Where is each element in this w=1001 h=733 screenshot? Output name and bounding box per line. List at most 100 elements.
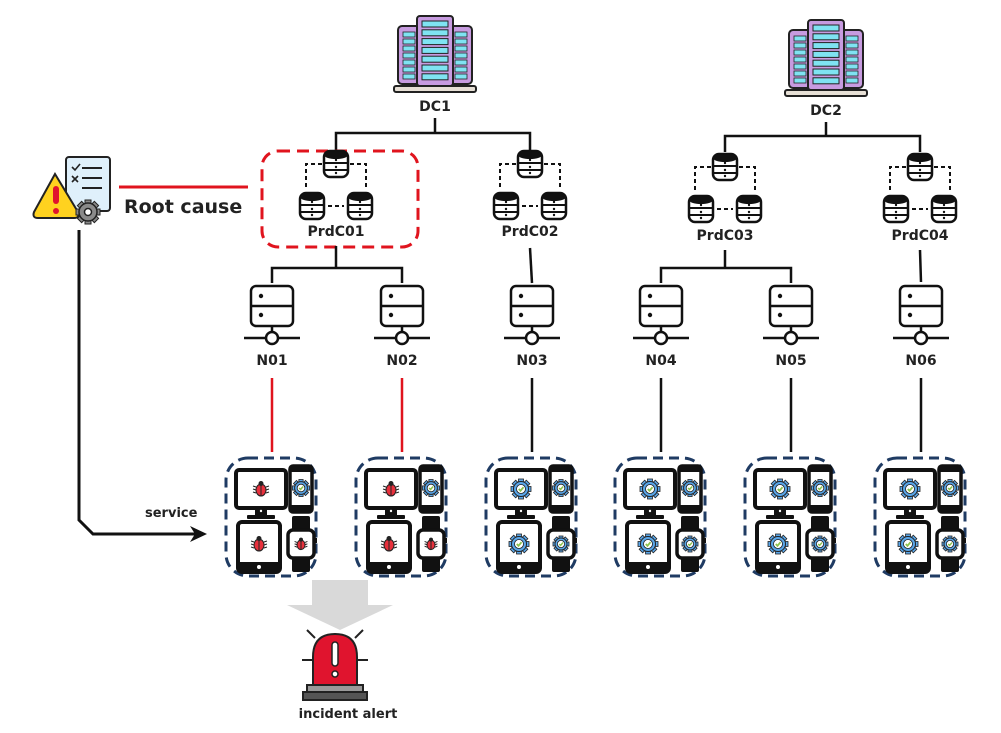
- node-icon-n01: [244, 284, 300, 346]
- tablet-icon: [496, 520, 542, 574]
- datacenter-icon-dc1: [393, 15, 477, 93]
- cluster-icon-prdc03: [687, 152, 763, 224]
- phone-icon: [677, 464, 703, 514]
- link-dc2-clusters: [723, 134, 922, 152]
- bug-icon: [424, 537, 438, 551]
- root-cause-analysis-icon: [32, 156, 111, 225]
- gear-check-icon: [899, 478, 921, 500]
- bug-icon: [252, 481, 270, 497]
- tablet-icon: [625, 520, 671, 574]
- siren-icon: [302, 629, 368, 701]
- link-prdc03-nodes: [659, 266, 793, 283]
- gear-check-icon: [508, 533, 530, 555]
- node-icon-n02: [374, 284, 430, 346]
- gear-check-icon: [552, 479, 570, 497]
- monitor-icon: [883, 468, 937, 519]
- gear-check-icon: [292, 479, 310, 497]
- service-arrow-line: [77, 230, 196, 536]
- gear-check-icon: [941, 535, 959, 553]
- gear-check-icon: [811, 479, 829, 497]
- service-group-border: [743, 456, 837, 578]
- bug-icon: [294, 537, 308, 551]
- service-group-n04: [613, 456, 707, 578]
- datacenter-icon-dc2: [784, 19, 868, 97]
- phone-icon: [807, 464, 833, 514]
- service-group-border: [224, 456, 318, 578]
- tablet-icon: [885, 520, 931, 574]
- node-label-n01: N01: [256, 353, 288, 369]
- monitor-icon: [494, 468, 548, 519]
- node-label-n04: N04: [645, 353, 677, 369]
- service-group-n03: [484, 456, 578, 578]
- service-group-n05: [743, 456, 837, 578]
- gear-check-icon: [639, 478, 661, 500]
- cluster-label-prdc02: PrdC02: [501, 224, 559, 240]
- gear-check-icon: [552, 535, 570, 553]
- bug-icon: [382, 481, 400, 497]
- cluster-icon-prdc02: [492, 149, 568, 221]
- bug-icon: [250, 536, 268, 552]
- link-dc1-clusters: [334, 131, 532, 150]
- cluster-icon-prdc04: [882, 152, 958, 224]
- incident-flow-arrow: [287, 580, 393, 630]
- service-label: service: [145, 506, 198, 521]
- phone-icon: [288, 464, 314, 514]
- node-label-n06: N06: [905, 353, 937, 369]
- service-group-n06: [873, 456, 967, 578]
- node-label-n05: N05: [775, 353, 807, 369]
- monitor-icon: [364, 468, 418, 519]
- cluster-label-prdc03: PrdC03: [696, 228, 754, 244]
- gear-check-icon: [637, 533, 659, 555]
- link-prdc04-n06: [918, 249, 923, 283]
- phone-icon: [937, 464, 963, 514]
- service-group-n02: [354, 456, 448, 578]
- cluster-label-prdc04: PrdC04: [891, 228, 949, 244]
- datacenter-label-dc2: DC2: [810, 103, 842, 119]
- gear-check-icon: [811, 535, 829, 553]
- node-icon-n04: [633, 284, 689, 346]
- watch-icon: [935, 516, 966, 572]
- gear-check-icon: [941, 479, 959, 497]
- gear-check-icon: [767, 533, 789, 555]
- icons-layer: [32, 15, 967, 701]
- service-group-border: [484, 456, 578, 578]
- service-group-n01: [224, 456, 318, 578]
- root-cause-label: Root cause: [124, 196, 243, 218]
- monitor-icon: [753, 468, 807, 519]
- node-label-n02: N02: [386, 353, 418, 369]
- link-prdc02-n03: [528, 247, 534, 284]
- watch-icon: [286, 516, 317, 572]
- service-arrow-head: [190, 526, 207, 542]
- node-icon-n06: [893, 284, 949, 346]
- gear-check-icon: [422, 479, 440, 497]
- service-group-border: [873, 456, 967, 578]
- node-label-n03: N03: [516, 353, 548, 369]
- gear-check-icon: [897, 533, 919, 555]
- monitor-icon: [234, 468, 288, 519]
- node-icon-n05: [763, 284, 819, 346]
- watch-icon: [546, 516, 577, 572]
- gear-check-icon: [510, 478, 532, 500]
- cluster-icon-prdc01: [298, 149, 374, 221]
- monitor-icon: [623, 468, 677, 519]
- service-group-border: [613, 456, 707, 578]
- gear-check-icon: [681, 479, 699, 497]
- watch-icon: [675, 516, 706, 572]
- link-prdc01-nodes: [270, 266, 404, 283]
- bug-icon: [380, 536, 398, 552]
- watch-icon: [805, 516, 836, 572]
- service-group-border: [354, 456, 448, 578]
- node-icon-n03: [504, 284, 560, 346]
- datacenter-label-dc1: DC1: [419, 99, 451, 115]
- tablet-icon: [366, 520, 412, 574]
- tablet-icon: [755, 520, 801, 574]
- incident-alert-label: incident alert: [298, 707, 398, 722]
- links-layer: [77, 118, 923, 542]
- tablet-icon: [236, 520, 282, 574]
- gear-check-icon: [681, 535, 699, 553]
- watch-icon: [416, 516, 447, 572]
- phone-icon: [418, 464, 444, 514]
- phone-icon: [548, 464, 574, 514]
- gear-check-icon: [769, 478, 791, 500]
